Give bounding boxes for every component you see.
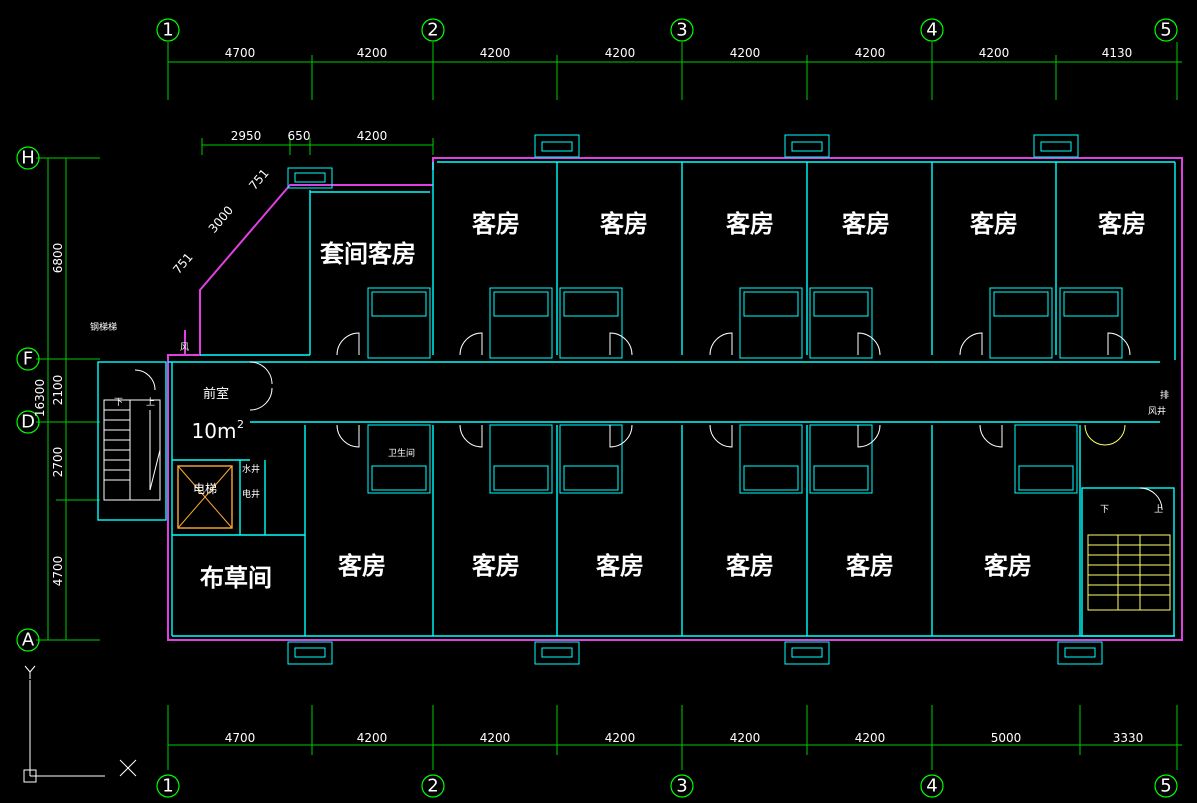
elec-shaft-label: 电井 bbox=[242, 488, 260, 500]
dim-top-2: 4200 bbox=[357, 46, 388, 60]
stair-down-right: 下 bbox=[1100, 505, 1109, 515]
windows bbox=[287, 134, 1103, 665]
dim-bottom-7: 5000 bbox=[991, 731, 1022, 745]
dim-bottom-6: 4200 bbox=[855, 731, 886, 745]
axis-label-h: H bbox=[21, 148, 35, 169]
stair-down-left: 下 bbox=[114, 398, 123, 408]
dim-top-1: 4700 bbox=[225, 46, 256, 60]
ucs-icon bbox=[23, 665, 137, 783]
dim-suite-3: 4200 bbox=[357, 129, 388, 143]
room-label-bottom-2: 客房 bbox=[472, 552, 520, 580]
room-label-bottom-5: 客房 bbox=[846, 552, 894, 580]
wind-label-left: 风 bbox=[180, 342, 189, 353]
axis-label-d: D bbox=[21, 412, 35, 433]
axis-label-2-top: 2 bbox=[427, 20, 438, 41]
building-outline bbox=[167, 157, 1183, 641]
dim-diag-1: 751 bbox=[246, 166, 271, 193]
dim-diag-2: 3000 bbox=[206, 203, 236, 235]
walls bbox=[97, 161, 1176, 637]
axis-bubbles-bottom bbox=[156, 774, 1178, 798]
axis-label-4-top: 4 bbox=[926, 20, 937, 41]
axis-label-3-bottom: 3 bbox=[676, 776, 687, 797]
axis-label-1-bottom: 1 bbox=[162, 776, 173, 797]
axis-label-4-bottom: 4 bbox=[926, 776, 937, 797]
dim-bottom-5: 4200 bbox=[730, 731, 761, 745]
stair-label-left: 钢梯梯 bbox=[90, 321, 117, 333]
axis-label-f: F bbox=[23, 349, 33, 370]
dim-diag-3: 751 bbox=[170, 250, 195, 277]
room-label-bottom-1: 客房 bbox=[338, 552, 386, 580]
room-label-top-3: 客房 bbox=[726, 210, 774, 238]
axis-label-2-bottom: 2 bbox=[427, 776, 438, 797]
dim-top-6: 4200 bbox=[855, 46, 886, 60]
dim-left-1: 6800 bbox=[51, 243, 65, 274]
elevator-label: 电梯 bbox=[193, 482, 217, 496]
dim-top-7: 4200 bbox=[979, 46, 1010, 60]
left-stair bbox=[103, 399, 161, 501]
room-label-top-5: 客房 bbox=[970, 210, 1018, 238]
axis-label-3-top: 3 bbox=[676, 20, 687, 41]
axis-bubbles-top bbox=[156, 18, 1178, 42]
water-shaft-label: 水井 bbox=[242, 463, 260, 475]
stair-up-left: 上 bbox=[146, 397, 155, 408]
dim-left-3: 2700 bbox=[51, 447, 65, 478]
dim-top-4: 4200 bbox=[605, 46, 636, 60]
axis-label-1-top: 1 bbox=[162, 20, 173, 41]
room-label-bottom-3: 客房 bbox=[596, 552, 644, 580]
lobby-area-sup: 2 bbox=[237, 418, 244, 431]
doors bbox=[134, 332, 1163, 511]
left-dimension-lines bbox=[36, 157, 100, 641]
dim-top-8: 4130 bbox=[1102, 46, 1133, 60]
room-label-top-4: 客房 bbox=[842, 210, 890, 238]
right-stair bbox=[1087, 534, 1171, 611]
room-label-top-6: 客房 bbox=[1098, 210, 1146, 238]
drain-label: 排 bbox=[1160, 389, 1169, 401]
axis-label-a: A bbox=[22, 630, 35, 651]
dim-left-2: 2100 bbox=[51, 375, 65, 406]
axis-label-5-top: 5 bbox=[1160, 20, 1171, 41]
dim-bottom-4: 4200 bbox=[605, 731, 636, 745]
axis-label-5-bottom: 5 bbox=[1160, 776, 1171, 797]
dim-left-total: 16300 bbox=[33, 379, 47, 417]
dim-left-4: 4700 bbox=[51, 556, 65, 587]
dim-top-3: 4200 bbox=[480, 46, 511, 60]
room-label-bottom-4: 客房 bbox=[726, 552, 774, 580]
stair-up-right: 上 bbox=[1154, 504, 1163, 515]
room-label-linen: 布草间 bbox=[200, 564, 272, 592]
dim-top-5: 4200 bbox=[730, 46, 761, 60]
axis-bubbles-left bbox=[16, 146, 40, 652]
lobby-area: 10m bbox=[192, 419, 237, 443]
dim-bottom-1: 4700 bbox=[225, 731, 256, 745]
dim-suite-1: 2950 bbox=[231, 129, 262, 143]
wind-shaft-label: 风井 bbox=[1148, 405, 1166, 417]
room-label-top-2: 客房 bbox=[600, 210, 648, 238]
dim-suite-2: 650 bbox=[288, 129, 311, 143]
bathroom-label: 卫生间 bbox=[388, 447, 415, 459]
room-label-lobby: 前室 bbox=[203, 386, 229, 402]
top-dimension-lines bbox=[167, 42, 1182, 155]
elevator-shaft bbox=[177, 465, 233, 529]
room-label-suite: 套间客房 bbox=[320, 240, 416, 268]
dim-bottom-2: 4200 bbox=[357, 731, 388, 745]
bathroom-fixtures bbox=[367, 287, 1123, 494]
dim-bottom-3: 4200 bbox=[480, 731, 511, 745]
dim-bottom-8: 3330 bbox=[1113, 731, 1144, 745]
room-label-bottom-6: 客房 bbox=[984, 552, 1032, 580]
bottom-dimension-lines bbox=[167, 705, 1182, 770]
room-label-top-1: 客房 bbox=[472, 210, 520, 238]
